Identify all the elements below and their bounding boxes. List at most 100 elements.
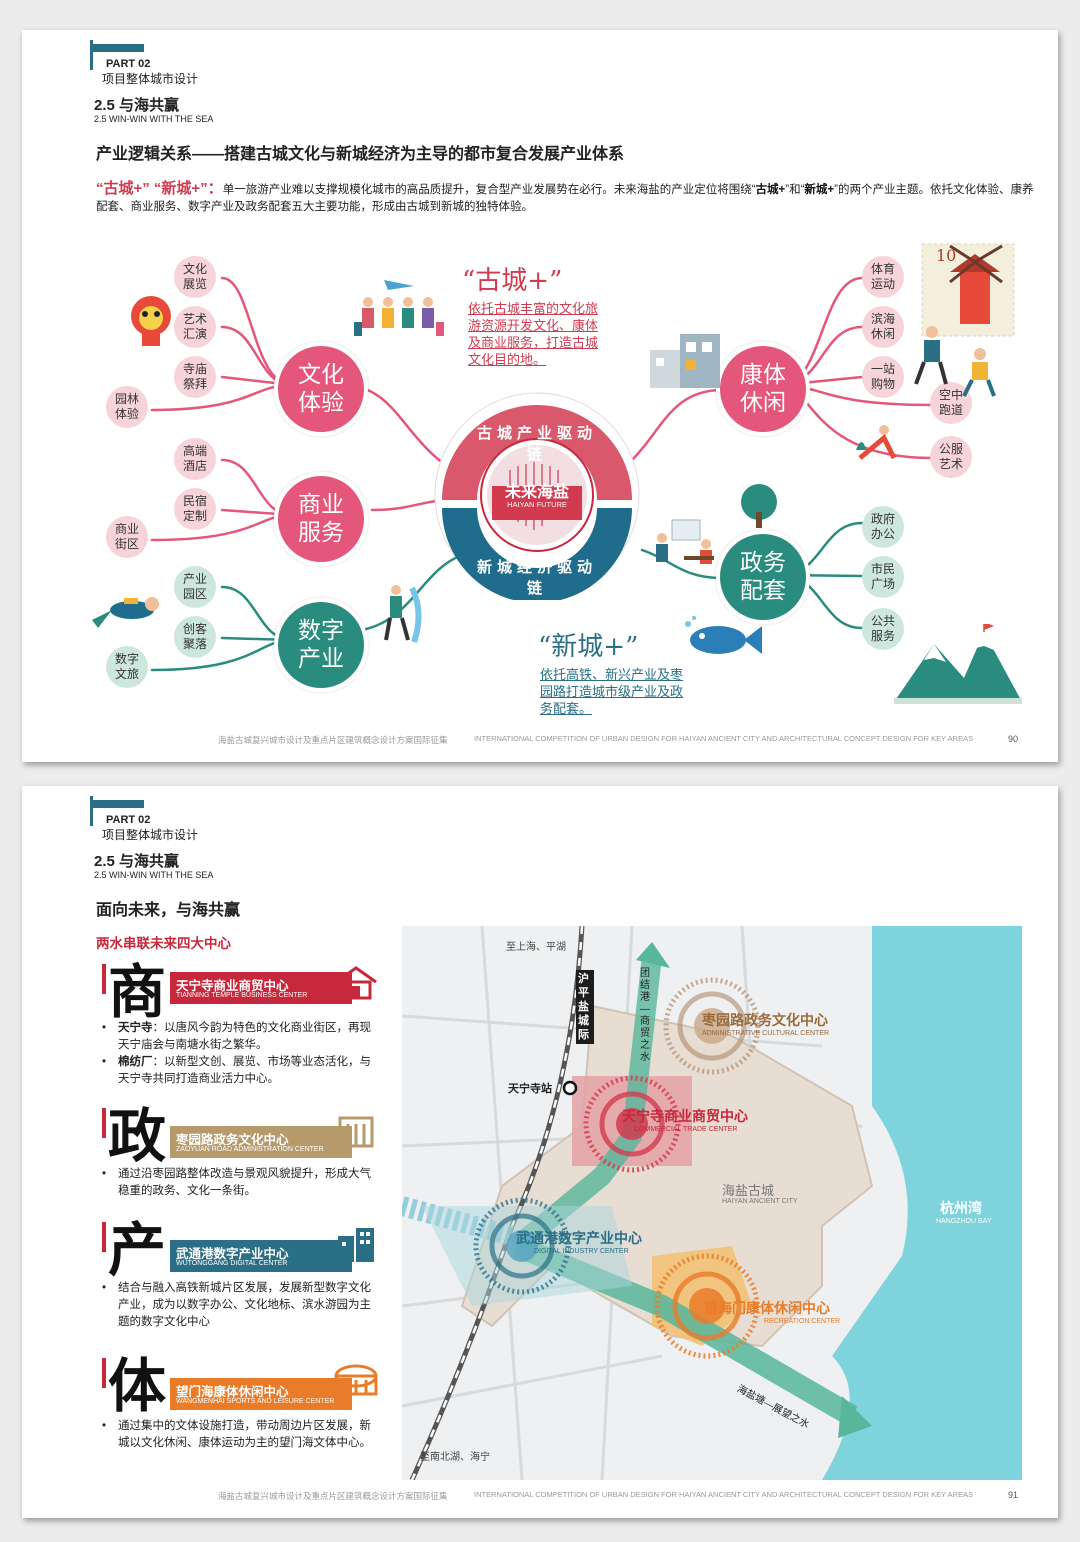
map-center-wangmen: 望海门康体休闲中心	[704, 1300, 830, 1316]
accent-bar	[102, 1108, 106, 1138]
hub-center-en: HAIYAN FUTURE	[507, 500, 567, 509]
sub-node-culture-1: 文化展览	[174, 256, 216, 298]
accent-bar	[102, 1222, 106, 1252]
bullet-item: 通过集中的文体设施打造，带动周边片区发展，新城以文化休闲、康体运动为主的望门海文…	[100, 1418, 380, 1452]
part-flag	[90, 796, 144, 826]
footer-zh: 海盐古城复兴城市设计及重点片区建筑概念设计方案国际征集	[218, 735, 448, 745]
government-building-icon	[338, 1116, 374, 1148]
sub-node-gov-2: 市民广场	[862, 556, 904, 598]
bullet-bold: 棉纺厂	[118, 1056, 153, 1068]
sub-node-commerce-1: 高端酒店	[174, 438, 216, 480]
node-commerce: 商业服务	[274, 472, 368, 566]
tree-icon	[741, 484, 777, 528]
guchen-text: 依托古城丰富的文化旅游资源开发文化、康体及商业服务，打造古城文化目的地。	[468, 301, 599, 367]
connector-digital-3	[150, 638, 294, 672]
city-map: 至上海、平湖 至南北湖、海宁 天宁寺站 沪平盐城际 团结港—商贸之水 海盐塘—展…	[402, 926, 1022, 1480]
intro-lead: “古城+” “新城+”：	[96, 180, 223, 197]
railway-label: 沪平盐城际	[576, 970, 594, 1044]
part-label: PART 02	[106, 58, 151, 70]
map-graphic	[402, 926, 1022, 1480]
center-banner-commerce: 天宁寺商业商贸中心 TIANNING TEMPLE BUSINESS CENTE…	[170, 972, 352, 1004]
node-label-text: 政务配套	[740, 550, 786, 604]
yoga-icon	[856, 425, 897, 460]
map-bay: 杭州湾	[940, 1200, 982, 1216]
map-center-tianning-en: COMMERCIAL TRADE CENTER	[634, 1126, 738, 1133]
center-name-en: TIANNING TEMPLE BUSINESS CENTER	[176, 992, 308, 999]
center-bullets-commerce: 天宁寺：以唐风今韵为特色的文化商业街区，再现天宁庙会与南塘水街之繁华。 棉纺厂：…	[100, 1020, 380, 1088]
intro-bold-1: 古城+	[755, 184, 786, 196]
section-title-en: 2.5 WIN-WIN WITH THE SEA	[94, 114, 214, 124]
project-label: 项目整体城市设计	[102, 828, 199, 842]
map-center-zaoyuan: 枣园路政务文化中心	[702, 1012, 828, 1028]
map-bay-en: HANGZHOU BAY	[936, 1218, 992, 1225]
stamp-value: 10	[936, 246, 957, 265]
sub-node-gov-1: 政府办公	[862, 506, 904, 548]
center-name: 武通港数字产业中心	[176, 1247, 289, 1261]
sub-node-digital-1: 产业园区	[174, 566, 216, 608]
hub-bottom-label: 新城经济驱动链	[476, 559, 597, 597]
surfer-icon	[384, 585, 422, 643]
center-bullets-gov: 通过沿枣园路整体改造与景观风貌提升，形成大气稳重的政务、文化一条街。	[100, 1166, 380, 1200]
canal-north-label: 团结港—商贸之水	[640, 968, 650, 1063]
connector-health-hub	[630, 388, 724, 462]
page-title: 面向未来，与海共赢	[96, 902, 241, 919]
map-center-tianning: 天宁寺商业商贸中心	[622, 1108, 748, 1124]
xincheng-quote: “新城+”	[538, 632, 639, 662]
sub-node-health-1: 体育运动	[862, 256, 904, 298]
accent-bar	[102, 1358, 106, 1388]
sub-node-health-2: 滨海休闲	[862, 306, 904, 348]
xincheng-text: 依托高铁、新兴产业及枣园路打造城市级产业及政务配套。	[540, 667, 684, 716]
node-digital: 数字产业	[274, 598, 368, 692]
sub-node-commerce-2: 民宿定制	[174, 488, 216, 530]
center-banner-sports: 望门海康体休闲中心 WANGMENHAI SPORTS AND LEISURE …	[170, 1378, 352, 1410]
fish-icon	[685, 616, 762, 654]
bullet-item: 棉纺厂：以新型文创、展览、市场等业态活化，与天宁寺共同打造商业活力中心。	[100, 1054, 380, 1088]
center-name: 望门海康体休闲中心	[176, 1385, 289, 1399]
accent-bar	[102, 964, 106, 994]
bullet-item: 通过沿枣园路整体改造与景观风貌提升，形成大气稳重的政务、文化一条街。	[100, 1166, 380, 1200]
center-name: 天宁寺商业商贸中心	[176, 979, 289, 993]
buildings-icon	[650, 334, 720, 388]
sub-node-culture-2: 艺术汇演	[174, 306, 216, 348]
map-center-zaoyuan-en: ADMINISTRATIVE CULTURAL CENTER	[702, 1030, 830, 1037]
footer-en: INTERNATIONAL COMPETITION OF URBAN DESIG…	[474, 734, 974, 743]
sub-node-health-4: 空中跑道	[930, 382, 972, 424]
map-center-wutong-en: DIGITAL INDUSTRY CENTER	[534, 1248, 629, 1255]
intro-bold-2: 新城+	[804, 184, 835, 196]
page-number: 90	[1007, 734, 1018, 744]
connector-culture-4	[150, 383, 294, 412]
sub-node-digital-2: 创客聚落	[174, 616, 216, 658]
sub-node-health-5: 公服艺术	[930, 436, 972, 478]
guchen-quote: “古城+”	[462, 266, 563, 296]
house-icon	[335, 966, 377, 1000]
center-char-sports: 体	[108, 1352, 167, 1420]
tourists-icon	[354, 280, 444, 336]
section-title-en: 2.5 WIN-WIN WITH THE SEA	[94, 870, 214, 880]
center-bullets-digital: 结合与融入高铁新城片区发展，发展新型数字文化产业，成为以数字办公、文化地标、滨水…	[100, 1280, 380, 1331]
sub-node-gov-3: 公共服务	[862, 608, 904, 650]
page-number: 91	[1007, 1490, 1018, 1500]
station-label: 天宁寺站	[508, 1083, 552, 1095]
center-name: 枣园路政务文化中心	[176, 1133, 289, 1147]
map-label-north: 至上海、平湖	[506, 942, 566, 953]
page-90: PART 02 项目整体城市设计 2.5 与海共赢 2.5 WIN-WIN WI…	[22, 30, 1058, 762]
hub-top-label: 古城产业驱动链	[476, 425, 597, 463]
node-label-text: 康体休闲	[740, 362, 786, 416]
footer-zh: 海盐古城复兴城市设计及重点片区建筑概念设计方案国际征集	[218, 1491, 448, 1501]
node-label-text: 数字产业	[298, 618, 344, 672]
bullet-item: 结合与融入高铁新城片区发展，发展新型数字文化产业，成为以数字办公、文化地标、滨水…	[100, 1280, 380, 1331]
node-label-text: 文化体验	[298, 362, 344, 416]
subtitle: 两水串联未来四大中心	[96, 936, 231, 951]
sub-node-health-3: 一站购物	[862, 356, 904, 398]
hub-center-label: 未来海盐	[504, 484, 569, 501]
project-label: 项目整体城市设计	[102, 72, 199, 86]
map-ancient-city: 海盐古城	[722, 1183, 775, 1198]
center-name-en: WANGMENHAI SPORTS AND LEISURE CENTER	[176, 1398, 335, 1405]
connector-gov-hub	[640, 548, 724, 580]
page-91: PART 02 项目整体城市设计 2.5 与海共赢 2.5 WIN-WIN WI…	[22, 786, 1058, 1518]
center-bullets-sports: 通过集中的文体设施打造，带动周边片区发展，新城以文化休闲、康体运动为主的望门海文…	[100, 1418, 380, 1452]
lion-dance-icon	[131, 296, 171, 346]
map-center-wutong: 武通港数字产业中心	[516, 1230, 642, 1246]
intro-text-d: ”的两个产业主题。依托文化体验、康养配套、商业服务、数字产业及政务配套五大主要功…	[96, 184, 1034, 213]
part-flag	[90, 40, 144, 70]
